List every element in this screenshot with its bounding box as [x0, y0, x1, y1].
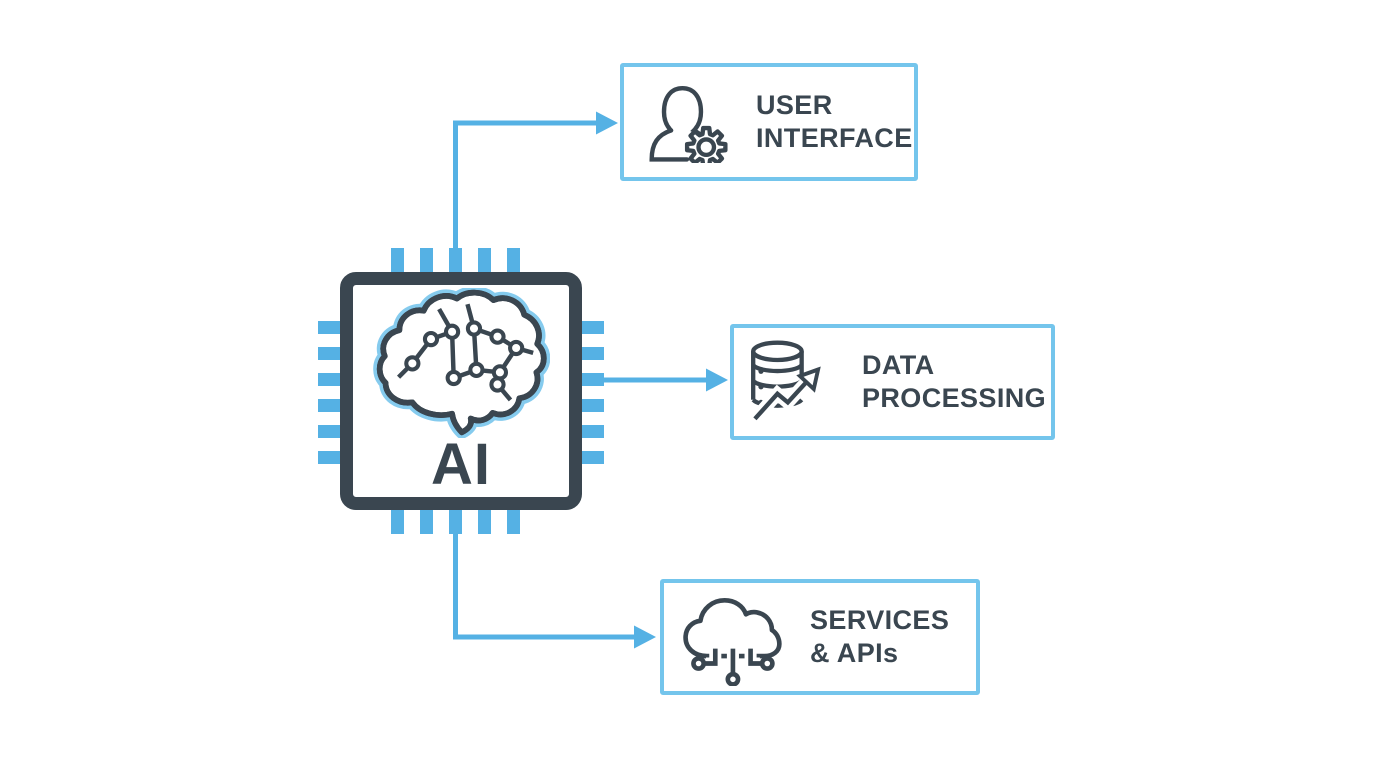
user-gear-icon [642, 82, 730, 163]
label-line-2: INTERFACE [756, 123, 913, 153]
connector-chip-to-services-apis [453, 530, 656, 649]
chip-pins-right [580, 321, 604, 464]
chip-label: AI [431, 432, 491, 497]
node-data-processing: DATA PROCESSING [730, 324, 1055, 440]
label-line-2: & APIs [810, 638, 899, 668]
chip-pins-left [318, 321, 342, 464]
arrowhead-data-processing [706, 368, 728, 392]
database-chart-icon [748, 339, 838, 426]
chip-pins-top [391, 248, 520, 274]
node-user-interface: USER INTERFACE [620, 63, 918, 181]
node-label-user-interface: USER INTERFACE [756, 89, 913, 155]
cloud-circuit-icon [680, 589, 784, 686]
connector-chip-to-data-processing [600, 368, 728, 392]
label-line-1: SERVICES [810, 605, 950, 636]
label-line-2: PROCESSING [862, 383, 1047, 413]
chip-pins-bottom [391, 508, 520, 534]
label-line-1: USER [756, 90, 833, 121]
node-label-data-processing: DATA PROCESSING [862, 349, 1046, 415]
ai-chip-node: AI [340, 272, 582, 510]
arrowhead-user-interface [596, 111, 618, 135]
label-line-1: DATA [862, 350, 935, 381]
node-label-services-apis: SERVICES & APIs [810, 604, 949, 670]
arrowhead-services-apis [634, 625, 656, 649]
connector-chip-to-user-interface [453, 111, 618, 252]
brain-circuit-icon [373, 288, 550, 438]
node-services-apis: SERVICES & APIs [660, 579, 980, 695]
